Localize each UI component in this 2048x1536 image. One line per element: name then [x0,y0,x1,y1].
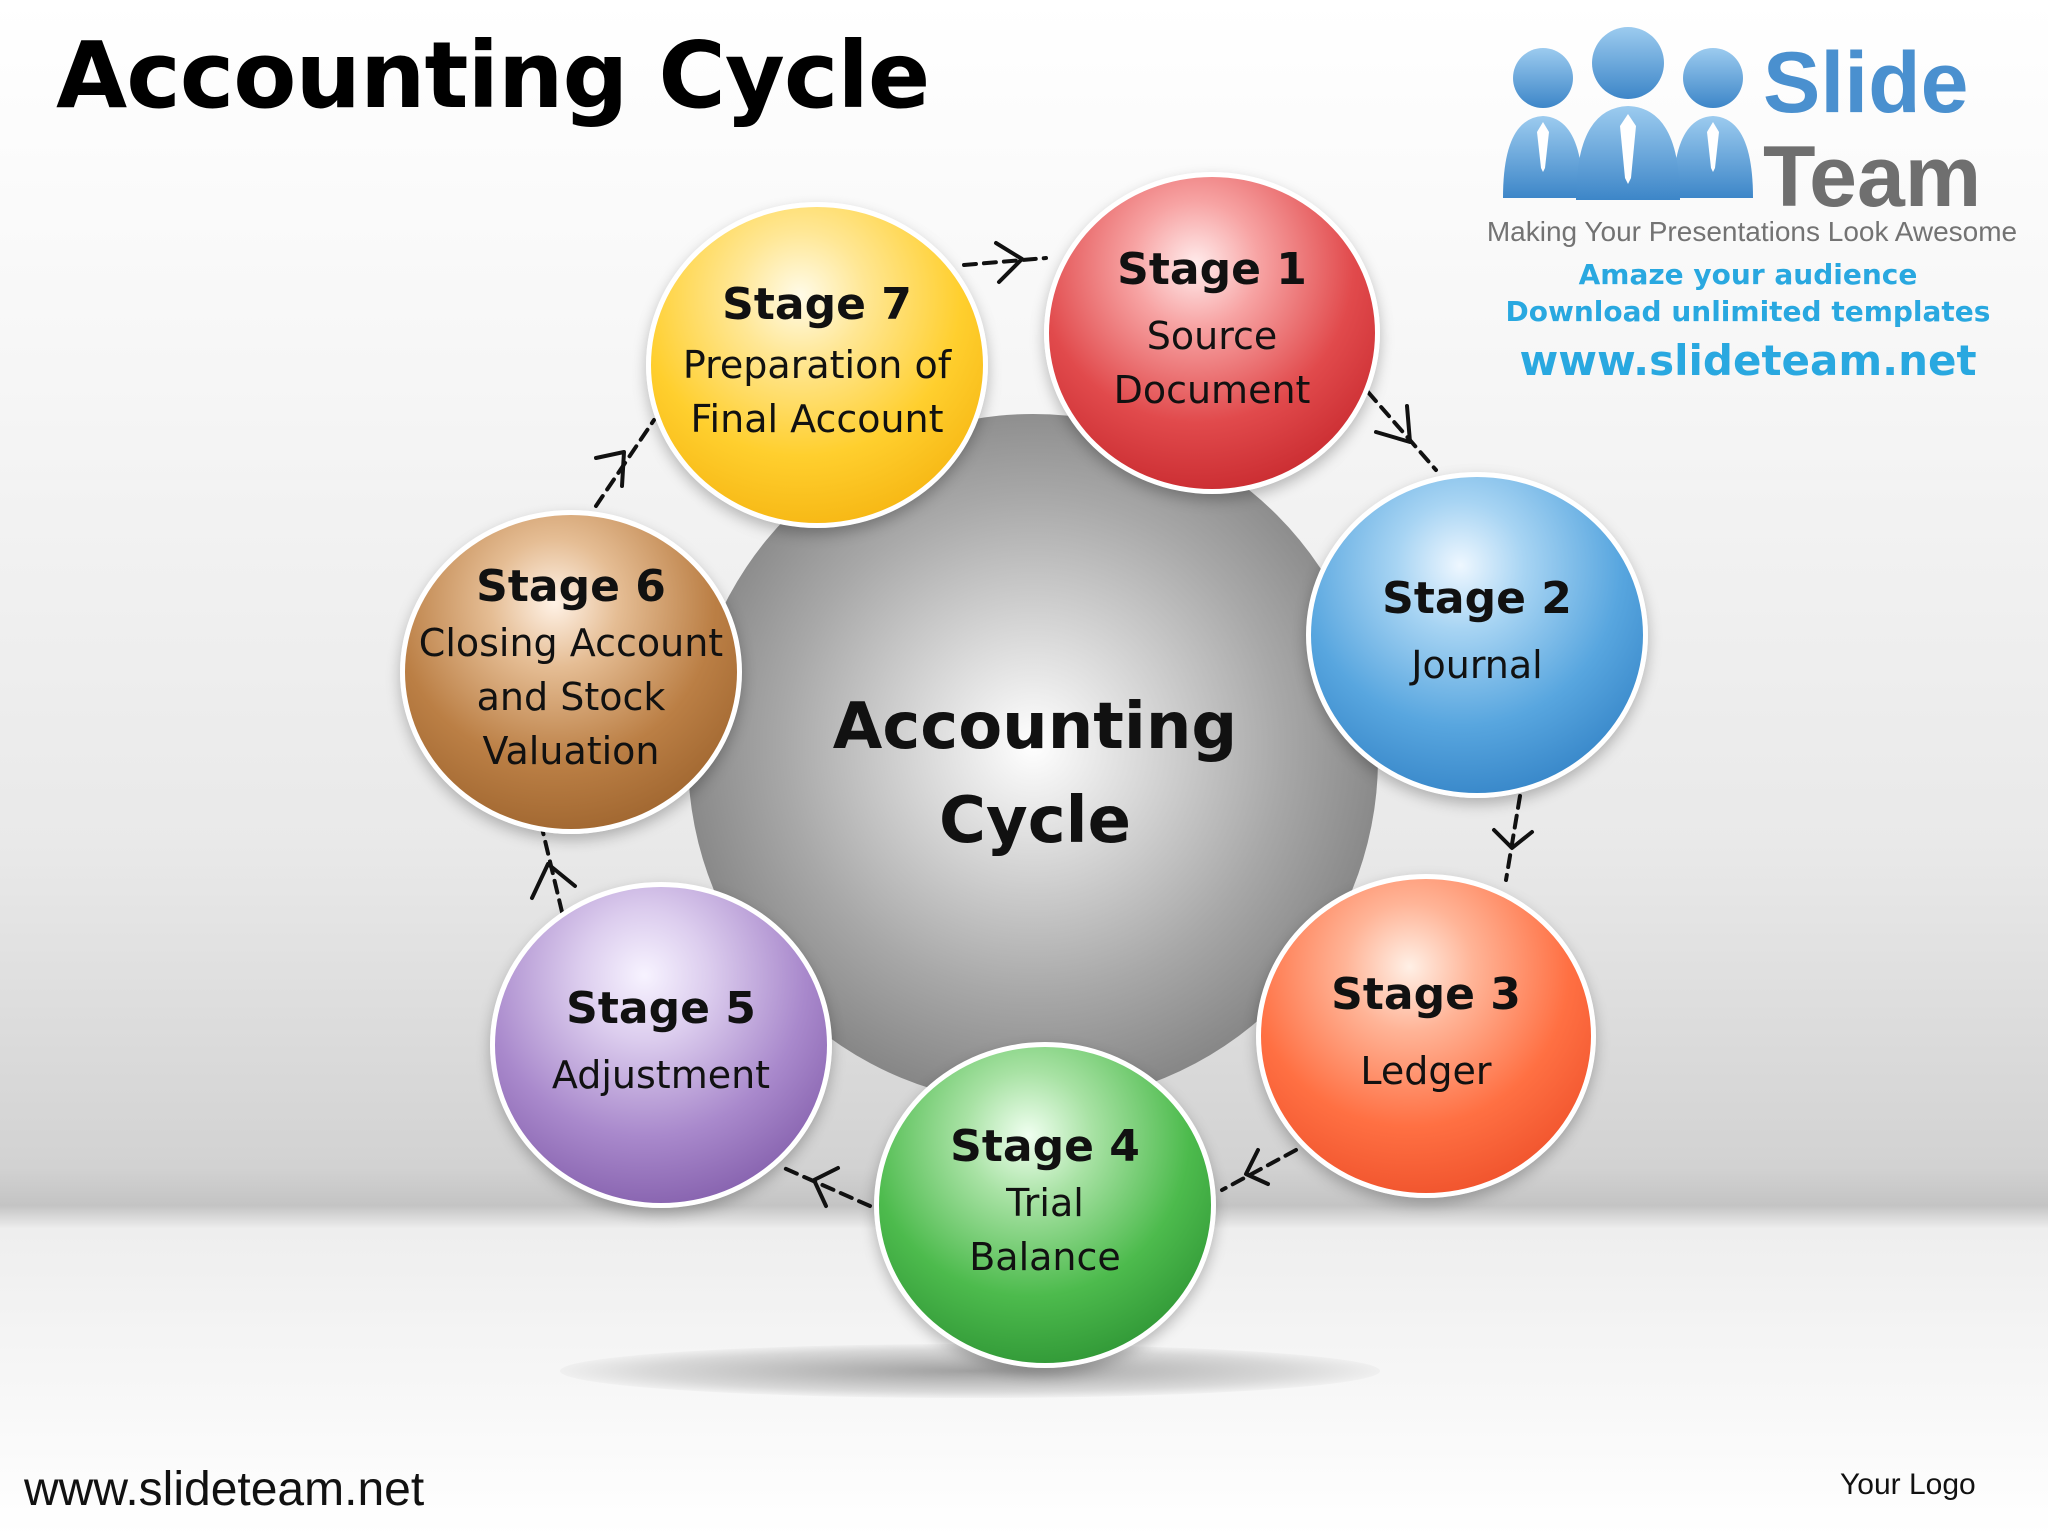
people-group-icon [1503,27,1753,200]
stage-5-desc: Adjustment [551,1052,771,1097]
arrowhead-6-to-7 [594,450,626,488]
stage-4-circle[interactable]: Stage 4 Trial Balance [874,1042,1216,1368]
brand-promo-url[interactable]: www.slideteam.net [1519,336,1977,385]
stage-1-desc: Source Document [1113,313,1311,412]
stage-7-desc: Preparation of Final Account [682,342,952,441]
brand-name-team: Team [1763,129,1982,225]
connector-4-to-5 [782,1166,872,1208]
arrowhead-7-to-1 [994,241,1024,284]
footer-url[interactable]: www.slideteam.net [24,1463,425,1516]
arrowhead-4-to-5 [812,1166,840,1208]
stage-6-circle[interactable]: Stage 6 Closing Account and Stock Valuat… [400,510,742,834]
slideteam-logo[interactable]: Slide Team Making Your Presentations Loo… [1468,18,2028,385]
stage-7-circle[interactable]: Stage 7 Preparation of Final Account [646,202,988,528]
stage-3-title: Stage 3 [1331,968,1521,1020]
brand-name-slide: Slide [1763,35,1969,131]
floor-shadow [560,1344,1380,1398]
stage-5-title: Stage 5 [566,982,756,1034]
stage-7-title: Stage 7 [722,278,912,330]
connector-2-to-3 [1504,794,1522,882]
footer-logo-placeholder: Your Logo [1840,1468,1976,1501]
brand-promo-2: Download unlimited templates [1505,295,1991,328]
stage-3-circle[interactable]: Stage 3 Ledger [1256,874,1596,1198]
connector-1-to-2 [1366,390,1438,472]
arrowhead-2-to-3 [1492,828,1534,850]
stage-4-title: Stage 4 [950,1120,1140,1172]
brand-promo-1: Amaze your audience [1578,258,1918,291]
stage-3-desc: Ledger [1360,1048,1492,1093]
page-title: Accounting Cycle [56,22,930,129]
arrowhead-1-to-2 [1374,404,1412,444]
stage-6-title: Stage 6 [476,560,666,612]
stage-1-title: Stage 1 [1117,243,1307,295]
arrowhead-5-to-6 [530,862,577,900]
stage-2-desc: Journal [1411,642,1543,687]
stage-2-title: Stage 2 [1382,572,1572,624]
stage-1-circle[interactable]: Stage 1 Source Document [1044,172,1380,494]
stage-4-desc: Trial Balance [969,1180,1121,1279]
center-label: Accounting Cycle [832,690,1238,858]
stage-6-desc: Closing Account and Stock Valuation [418,620,724,773]
stage-2-circle[interactable]: Stage 2 Journal [1306,472,1648,798]
stage-5-circle[interactable]: Stage 5 Adjustment [490,882,832,1208]
connector-5-to-6 [540,826,564,914]
connector-3-to-4 [1220,1148,1298,1192]
arrowhead-3-to-4 [1244,1148,1270,1186]
brand-tagline: Making Your Presentations Look Awesome [1486,216,2018,247]
connector-7-to-1 [962,256,1048,267]
